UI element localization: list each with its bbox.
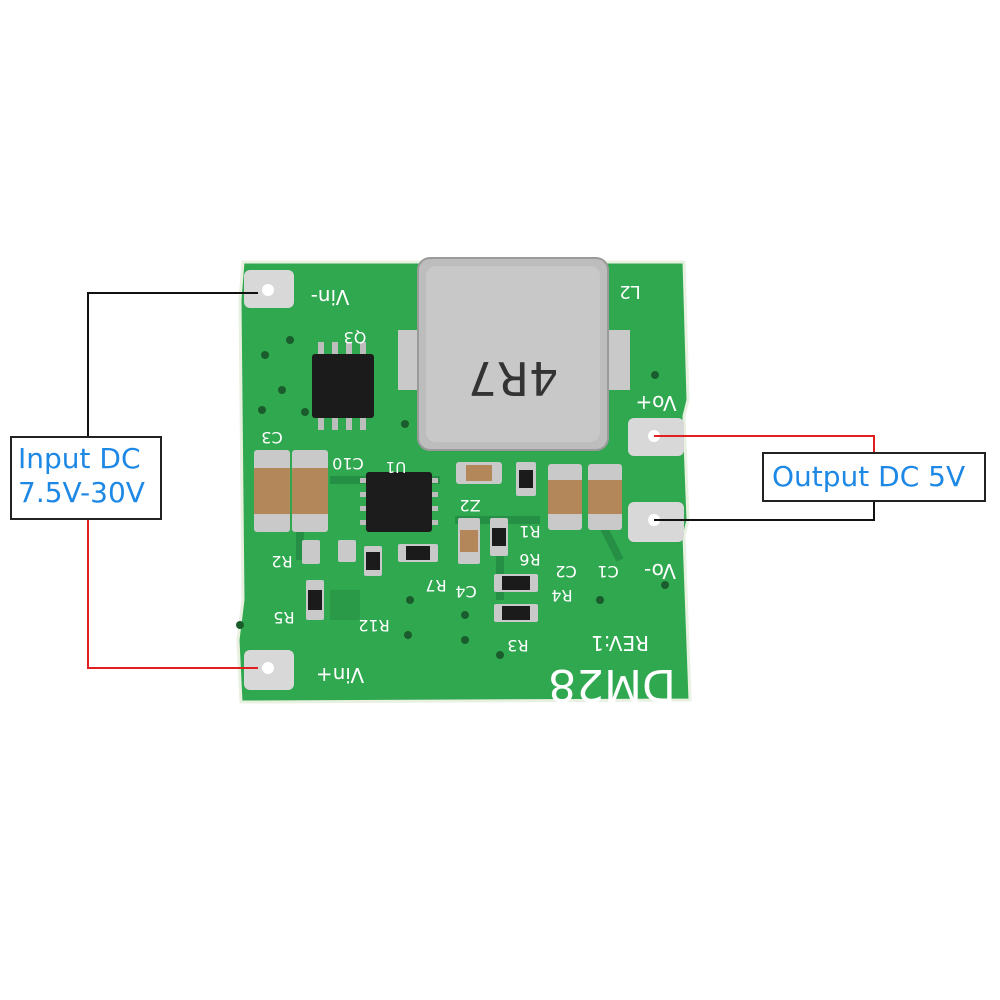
silk-l2: L2 <box>619 281 640 302</box>
pad-vin-minus <box>244 270 294 308</box>
silk-q3: Q3 <box>344 328 367 347</box>
output-dc-label: Output DC 5V <box>762 452 986 502</box>
silk-vin-plus: Vin+ <box>316 663 364 687</box>
output-dc-text: Output DC 5V <box>772 460 966 493</box>
input-dc-title: Input DC <box>18 442 141 475</box>
silk-r3: R3 <box>507 636 528 655</box>
silkscreen: Vin- Vin+ Vo+ Vo- L2 Q3 C3 C10 U1 C1 C2 … <box>261 281 676 710</box>
inductor-l2: 4R7 <box>398 257 630 451</box>
silk-z2: Z2 <box>459 496 480 515</box>
silk-r12: R12 <box>358 616 389 635</box>
capacitor-c3 <box>254 450 290 532</box>
annotation-wires <box>87 292 875 669</box>
silk-r5: R5 <box>273 608 294 627</box>
silk-revision: REV:1 <box>591 631 649 655</box>
silk-board-name: DM28 <box>548 659 676 710</box>
pad-vo-minus <box>628 502 684 542</box>
silk-r4: R4 <box>551 586 572 605</box>
silk-c1: C1 <box>597 562 618 581</box>
inductor-marking: 4R7 <box>468 351 559 405</box>
input-dc-range: 7.5V-30V <box>18 476 145 509</box>
silk-u1: U1 <box>386 458 407 476</box>
silk-c3: C3 <box>261 428 282 447</box>
silk-vo-plus: Vo+ <box>635 391 676 415</box>
capacitor-c2 <box>548 464 582 530</box>
silk-r7: R7 <box>425 576 446 595</box>
silk-r1: R1 <box>519 522 540 541</box>
silk-c10: C10 <box>332 454 364 473</box>
capacitor-c10 <box>292 450 328 532</box>
silk-vo-minus: Vo- <box>644 559 676 583</box>
silk-r2: R2 <box>271 552 292 571</box>
silk-c2: C2 <box>555 562 576 581</box>
silk-vin-minus: Vin- <box>311 285 350 309</box>
small-components <box>302 462 538 622</box>
input-dc-label: Input DC 7.5V-30V <box>10 436 162 520</box>
ic-u1 <box>360 472 438 532</box>
silk-c4: C4 <box>455 582 476 601</box>
pad-vin-plus <box>244 650 294 690</box>
silk-r6: R6 <box>519 550 540 569</box>
mosfet-q3 <box>312 342 374 430</box>
capacitor-c1 <box>588 464 622 530</box>
